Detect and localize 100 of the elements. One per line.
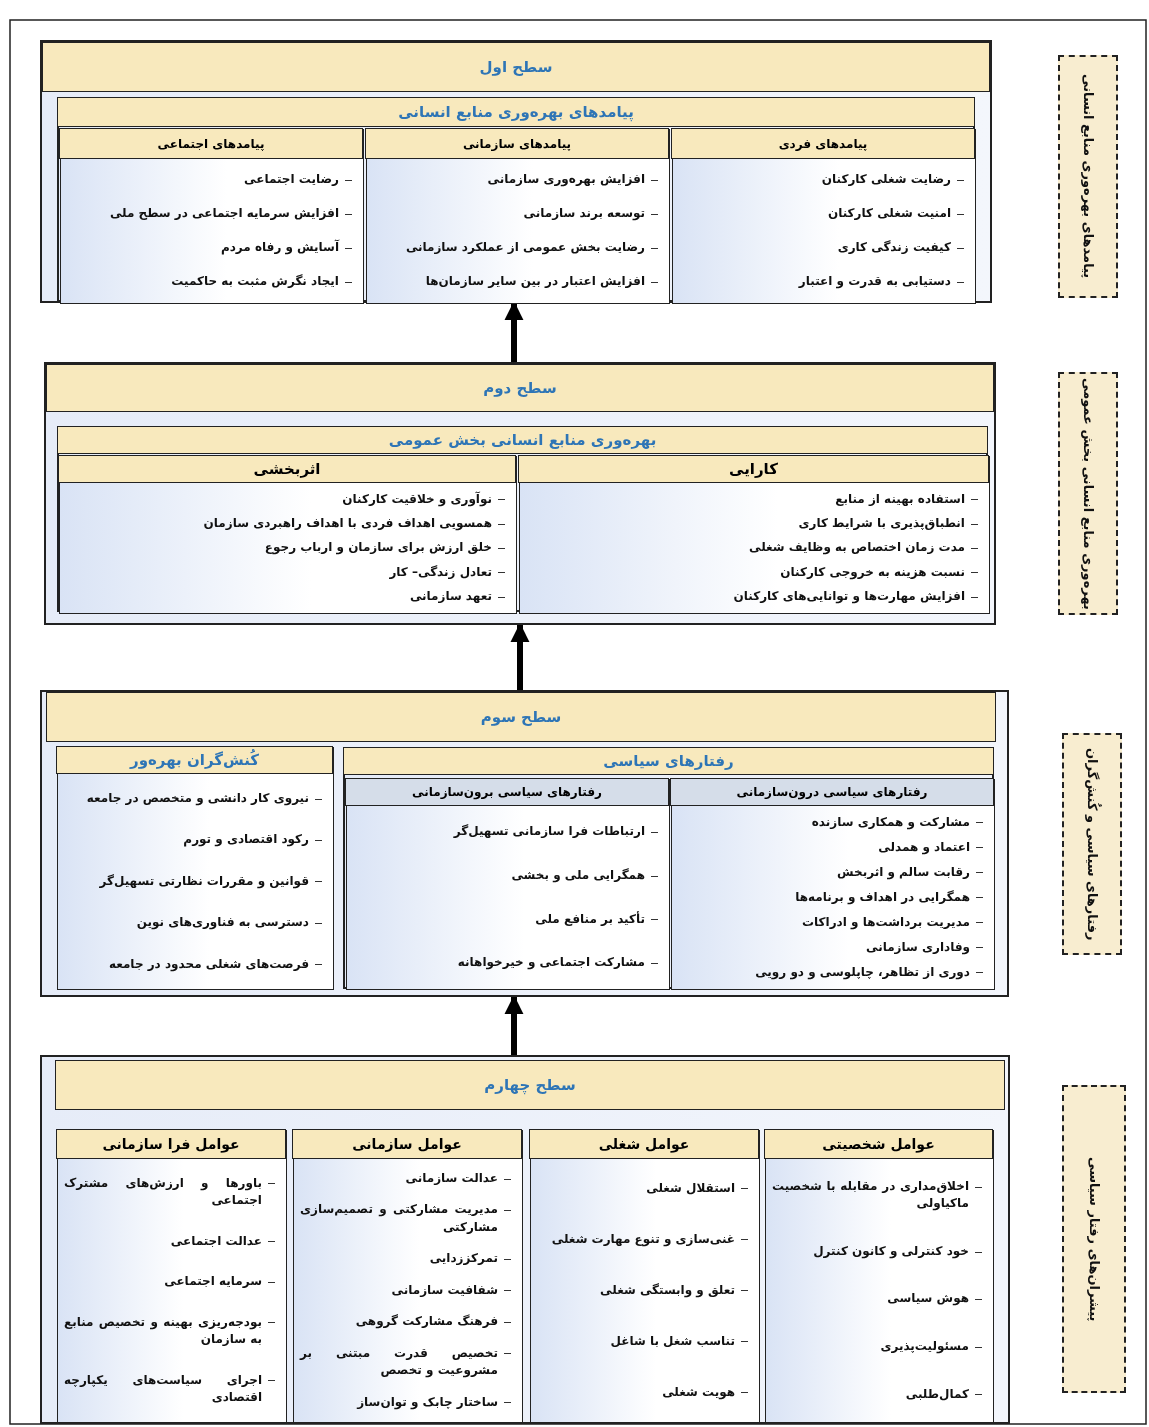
list-item: تعادل زندگی– کار: [66, 563, 508, 582]
list-item: مسئولیت‌پذیری: [772, 1338, 985, 1356]
list-item: تعهد سازمانی: [66, 588, 508, 606]
heading-band: پیامدهای اجتماعی: [59, 128, 363, 159]
heading-band: پیامدهای سازمانی: [365, 128, 669, 159]
list-item: مدت زمان اختصاص به وظایف شغلی: [526, 539, 981, 557]
column-box: [530, 1130, 760, 1423]
list-item: عدالت اجتماعی: [64, 1232, 278, 1250]
dashed-side-box: [1062, 733, 1122, 955]
list-item: کیفیت زندگی کاری: [679, 239, 967, 257]
list-item: ساختار چابک و توان‌ساز: [300, 1393, 514, 1411]
list-item: انطباق‌پذیری با شرایط کاری: [526, 514, 981, 533]
dashed-side-box: [1058, 55, 1118, 298]
list-item: افزایش اعتبار در بین سایر سازمان‌ها: [373, 273, 661, 291]
list-item: رکود اقتصادی و تورم: [64, 831, 325, 849]
heading-band: بهره‌وری منابع انسانی بخش عمومی: [57, 426, 988, 454]
level-panel: [44, 362, 996, 625]
list-item: کمال‌طلبی: [772, 1385, 985, 1403]
list-item: تمرکززدایی: [300, 1250, 514, 1268]
list-item: هویت شغلی: [537, 1383, 751, 1402]
column-box: [366, 129, 670, 304]
list-item: بودجه‌ریزی بهینه و تخصیص منابع به سازمان: [64, 1313, 278, 1349]
side-label: پیشران‌های رفتار سیاسی: [1086, 1156, 1102, 1322]
list-item: نیروی کار دانشی و متخصص در جامعه: [64, 790, 325, 808]
list-item: هوش سیاسی: [772, 1290, 985, 1308]
list-item: استقلال شغلی: [537, 1179, 751, 1198]
level-title-band: سطح دوم: [46, 364, 994, 412]
list-item: غنی‌سازی و تنوع مهارت شغلی: [537, 1230, 751, 1249]
level-title-band: سطح اول: [42, 42, 990, 92]
heading-band: رفتارهای سیاسی درون‌سازمانی: [670, 778, 994, 806]
list-item: رقابت سالم و اثربخش: [678, 863, 986, 882]
list-item: مدیریت برداشت‌ها و ادراکات: [678, 913, 986, 932]
group-panel: [57, 426, 988, 612]
level-title-band: سطح چهارم: [55, 1060, 1005, 1110]
list-item: مدیریت مشارکتی و تصمیم‌سازی مشارکتی: [300, 1201, 514, 1237]
group-panel: [343, 747, 994, 989]
group-panel: [57, 97, 975, 302]
list-item: خلق ارزش برای سازمان و ارباب رجوع: [66, 539, 508, 557]
list-item: ارتباطات فرا سازمانی تسهیل‌گر: [353, 823, 661, 841]
list-item: تخصیص قدرت مبتنی بر مشروعیت و تخصص: [300, 1344, 514, 1380]
list-item: مشارکت اجتماعی و خیرخواهانه: [353, 954, 661, 972]
list-item: خود کنترلی و کانون کنترل: [772, 1242, 985, 1261]
list-item: همگرایی در اهداف و برنامه‌ها: [678, 888, 986, 907]
arrow: [510, 623, 530, 690]
list-item: تعلق و وابستگی شغلی: [537, 1281, 751, 1300]
list-item: دستیابی به قدرت و اعتبار: [679, 273, 967, 291]
heading-band: عوامل سازمانی: [292, 1129, 522, 1159]
heading-band: کُنش‌گران بهره‌ور: [56, 746, 333, 774]
level-panel: [40, 40, 992, 303]
list-item: رضایت اجتماعی: [67, 171, 355, 189]
list-item: آسایش و رفاه مردم: [67, 239, 355, 257]
list-item: اخلاق‌مداری در مقابله با شخصیت ماکیاولی: [772, 1178, 985, 1213]
list-item: رضایت بخش عمومی از عملکرد سازمانی: [373, 239, 661, 257]
level-panel: [40, 1055, 1010, 1424]
list-item: رضایت شغلی کارکنان: [679, 171, 967, 189]
list-item: افزایش سرمایه اجتماعی در سطح ملی: [67, 205, 355, 223]
list-item: امنیت شغلی کارکنان: [679, 205, 967, 223]
column-box: [765, 1130, 994, 1423]
list-item: توسعه برند سازمانی: [373, 205, 661, 223]
list-item: دوری از تظاهر، چاپلوسی و دو رویی: [678, 963, 986, 982]
list-item: دسترسی به فناوری‌های نوین: [64, 914, 325, 932]
list-item: تناسب شغل با شاغل: [537, 1332, 751, 1351]
heading-band: عوامل شغلی: [529, 1129, 759, 1159]
list-item: فرهنگ مشارکت گروهی: [300, 1313, 514, 1331]
heading-band: رفتارهای سیاسی برون‌سازمانی: [345, 778, 669, 806]
list-item: همسویی اهداف فردی با اهداف راهبردی سازمان: [66, 514, 508, 533]
column-box: [57, 747, 334, 990]
heading-band: اثربخشی: [58, 455, 516, 483]
list-item: فرصت‌های شغلی محدود در جامعه: [64, 955, 325, 973]
arrow: [504, 995, 524, 1055]
heading-band: پیامدهای بهره‌وری منابع انسانی: [57, 97, 975, 127]
list-item: تأکید بر منافع ملی: [353, 910, 661, 929]
list-item: سرمایه اجتماعی: [64, 1273, 278, 1291]
column-box: [293, 1130, 523, 1423]
dashed-side-box: [1062, 1085, 1126, 1393]
side-label: بهره‌وری منابع انسانی بخش عمومی: [1080, 377, 1096, 610]
list-item: اجرای سیاست‌های یکپارچه اقتصادی: [64, 1371, 278, 1407]
side-label: پیامدهای بهره‌وری منابع انسانی: [1080, 74, 1096, 279]
list-item: اعتماد و همدلی: [678, 838, 986, 857]
list-item: باورها و ارزش‌های مشترک اجتماعی: [64, 1174, 278, 1210]
level-panel: [40, 690, 1009, 997]
column-box: [59, 456, 517, 614]
list-item: وفاداری سازمانی: [678, 938, 986, 957]
list-item: مشارکت و همکاری سازنده: [678, 813, 986, 832]
side-label: رفتارهای سیاسی و کُنش‌گران: [1084, 747, 1100, 941]
level-title-band: سطح سوم: [46, 692, 996, 742]
column-box: [60, 129, 364, 304]
column-box: [672, 129, 976, 304]
list-item: شفافیت سازمانی: [300, 1281, 514, 1300]
column-box: [671, 779, 995, 990]
list-item: افزایش بهره‌وری سازمانی: [373, 171, 661, 189]
list-item: عدالت سازمانی: [300, 1170, 514, 1188]
heading-band: پیامدهای فردی: [671, 128, 975, 159]
column-box: [519, 456, 990, 614]
list-item: ایجاد نگرش مثبت به حاکمیت: [67, 273, 355, 291]
list-item: قوانین و مقررات نظارتی تسهیل‌گر: [64, 872, 325, 891]
heading-band: کارایی: [518, 455, 989, 483]
list-item: افزایش مهارت‌ها و توانایی‌های کارکنان: [526, 588, 981, 606]
list-item: نسبت هزینه به خروجی کارکنان: [526, 563, 981, 582]
column-box: [57, 1130, 287, 1423]
